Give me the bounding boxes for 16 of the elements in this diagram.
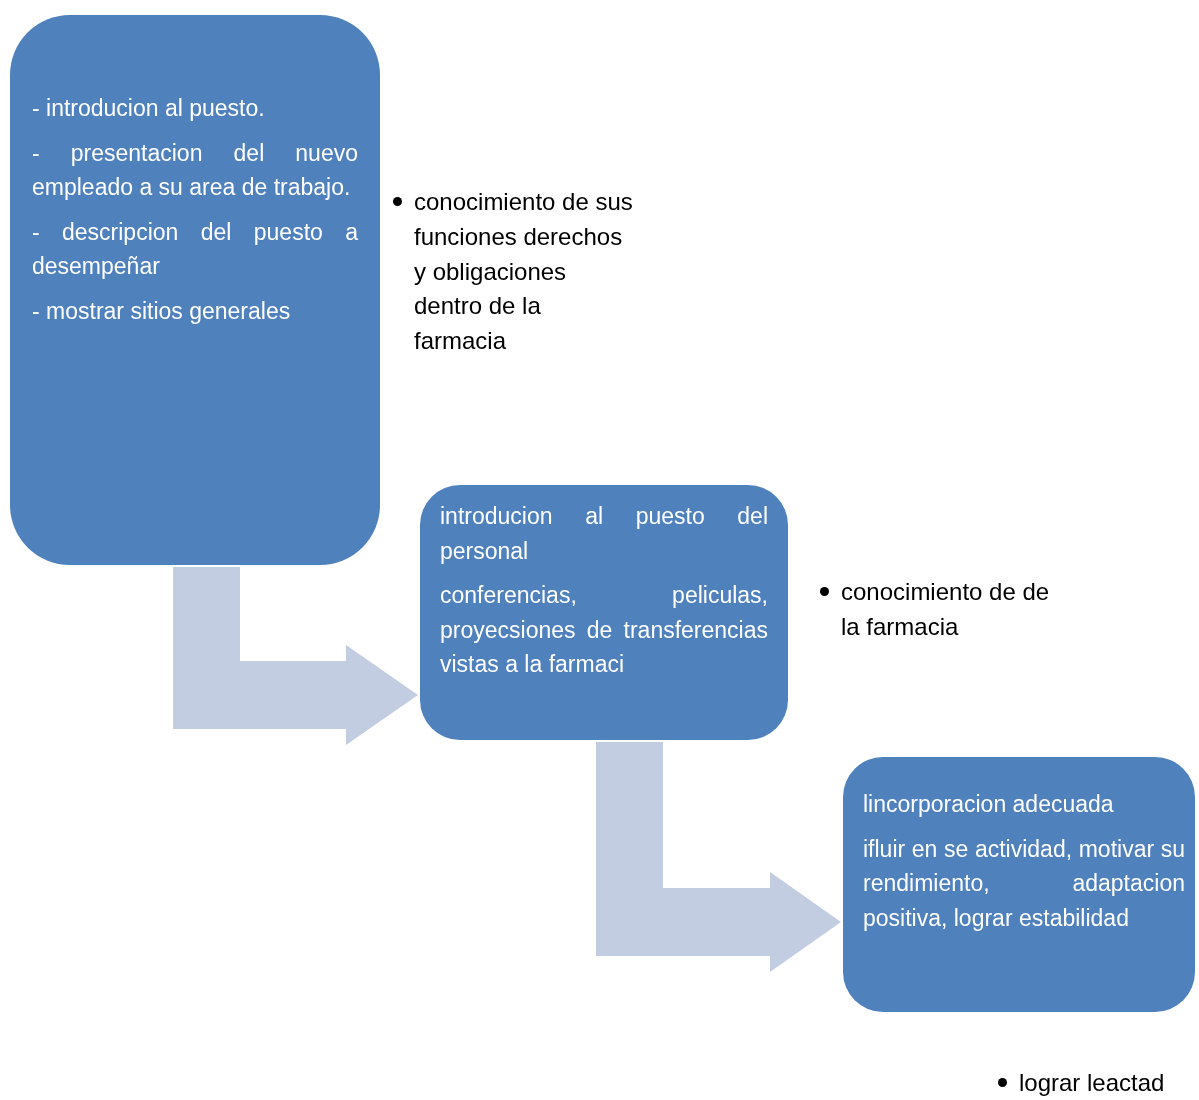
box-text: introducion al puesto del personal bbox=[440, 502, 768, 566]
rounded-box bbox=[10, 15, 380, 565]
box-text: lincorporacion adecuada bbox=[863, 790, 1115, 819]
box-text: - descripcion del puesto a desempeñar bbox=[32, 217, 358, 281]
bullet-text: conocimiento de sus funciones derechos y obligaciones dentro de la farmacia bbox=[414, 187, 634, 357]
rounded-box bbox=[843, 757, 1195, 1012]
box-text: conferencias, peliculas, proyecsiones de transferencias vistas a la farmaci bbox=[440, 581, 768, 679]
box-text: ifluir en se actividad, motivar su rendimiento, adaptacion positiva, lograr estabilidad bbox=[863, 834, 1185, 933]
rounded-box bbox=[420, 485, 788, 740]
box-text: - introducion al puesto. bbox=[32, 94, 266, 123]
box-text: - presentacion del nuevo empleado a su area de trabajo. bbox=[32, 138, 358, 202]
bullet-text: conocimiento de de la farmacia bbox=[841, 577, 1051, 642]
bullet-text: lograr leactad bbox=[1019, 1068, 1166, 1098]
bent-arrow bbox=[596, 742, 841, 972]
bent-arrow bbox=[173, 567, 418, 745]
box-text: - mostrar sitios generales bbox=[32, 296, 292, 326]
